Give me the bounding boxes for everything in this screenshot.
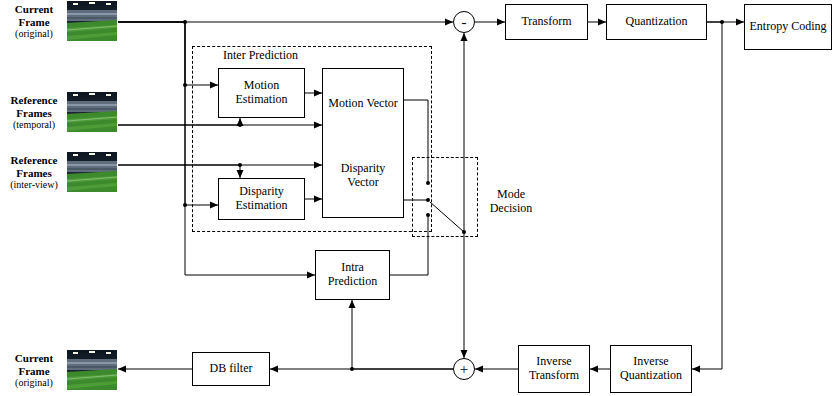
frame-title: Current Frame [2,3,66,27]
flow-arrow [464,33,465,157]
frame-caption: Current Frame(original) [2,1,66,41]
flow-arrow [475,22,505,23]
process-box: Transform [505,4,588,40]
switch-wires [412,157,464,237]
operator-symbol: - [462,15,467,30]
frame-caption: Reference Frames(temporal) [2,90,66,134]
frame-subtitle: (original) [15,377,53,388]
box-label: Motion Estimation [221,79,302,107]
process-box: Inverse Transform [518,345,590,393]
box-label: Disparity Estimation [221,185,302,213]
flow-arrow [464,237,465,358]
box-label: Intra Prediction [318,261,387,289]
operator-symbol: + [460,362,468,377]
frame-caption: Current Frame(original) [2,348,66,392]
flow-arrow [118,22,315,275]
flow-arrow [404,200,412,201]
flow-arrow [305,93,322,94]
flow-arrow [390,237,428,275]
box-label: Disparity Vector [325,162,401,190]
box-label: Inverse Quantization [613,355,689,383]
operator-circle: + [453,358,475,380]
process-box: Disparity Estimation [218,178,305,220]
flow-arrow [118,165,322,166]
frame-caption: Reference Frames(inter-view) [2,150,66,194]
box-label: Quantization [626,15,688,29]
frame-title: Current Frame [2,352,66,376]
process-box: Motion Estimation [218,68,305,118]
flow-arrow [692,22,722,369]
frame-subtitle: (inter-view) [10,179,58,190]
process-box: Quantization [606,4,707,40]
group-heading: Inter Prediction [223,49,298,63]
process-box: DB filter [192,352,270,386]
process-box: Intra Prediction [315,250,390,300]
flow-arrow [590,369,610,370]
switch-box: Mode Decision [412,157,478,237]
frame-title: Reference Frames [2,94,66,118]
box-label: Motion Vector [328,97,397,111]
frame-output: Current Frame(original) [2,348,118,392]
junction-dots [183,20,724,371]
frame-subtitle: (original) [15,28,53,39]
stadium-thumbnail [67,152,117,192]
flow-arrow [588,22,606,23]
process-box: Entropy Coding [744,4,832,50]
flow-arrow [118,22,218,205]
frame-source: Reference Frames(inter-view) [2,150,118,194]
flow-arrow [118,118,240,125]
box-label: DB filter [210,362,253,376]
box-label: Inverse Transform [521,355,587,383]
flow-arrow [305,199,322,200]
flow-arrow [352,300,453,369]
frame-source: Reference Frames(temporal) [2,90,118,134]
flow-arrow [118,369,192,370]
group-heading: Mode Decision [479,188,543,216]
stadium-thumbnail [67,1,117,41]
frame-title: Reference Frames [2,154,66,178]
frame-source: Current Frame(original) [2,1,118,41]
process-box: Inverse Quantization [610,345,692,393]
box-label: Transform [521,15,571,29]
group-box: Inter PredictionMotion EstimationMotion … [192,46,432,232]
flow-arrow [118,125,322,126]
flow-arrow [118,22,218,85]
stadium-thumbnail [67,350,117,390]
frame-subtitle: (temporal) [13,119,55,130]
operator-circle: - [453,11,475,33]
box-label: Entropy Coding [750,20,827,34]
flow-arrow [475,369,518,370]
flow-arrow [404,100,428,157]
flow-arrow [118,165,240,178]
stadium-thumbnail [67,92,117,132]
process-box: Motion VectorDisparity Vector [322,68,404,218]
